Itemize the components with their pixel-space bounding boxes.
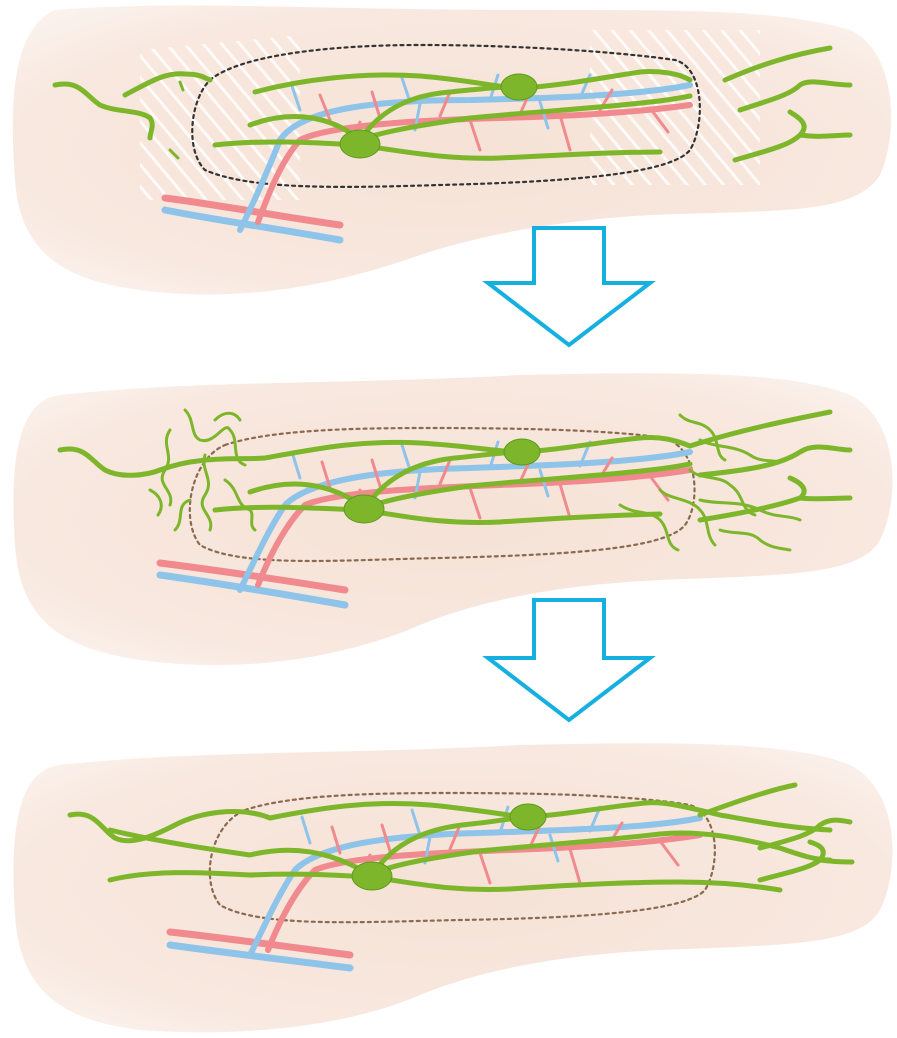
down-arrow-icon bbox=[488, 600, 650, 720]
neuron-soma-icon bbox=[510, 804, 546, 830]
down-arrow-icon bbox=[488, 228, 650, 345]
stage-1-panel bbox=[13, 6, 891, 295]
stage-2-panel bbox=[13, 373, 892, 665]
neuron-soma-icon bbox=[501, 74, 537, 100]
neuron-soma-icon bbox=[340, 130, 380, 158]
neuron-soma-icon bbox=[344, 495, 384, 523]
neuron-soma-icon bbox=[352, 862, 392, 890]
tissue-outline bbox=[13, 373, 892, 665]
neuron-soma-icon bbox=[504, 439, 540, 465]
stage-3-panel bbox=[13, 743, 892, 1032]
